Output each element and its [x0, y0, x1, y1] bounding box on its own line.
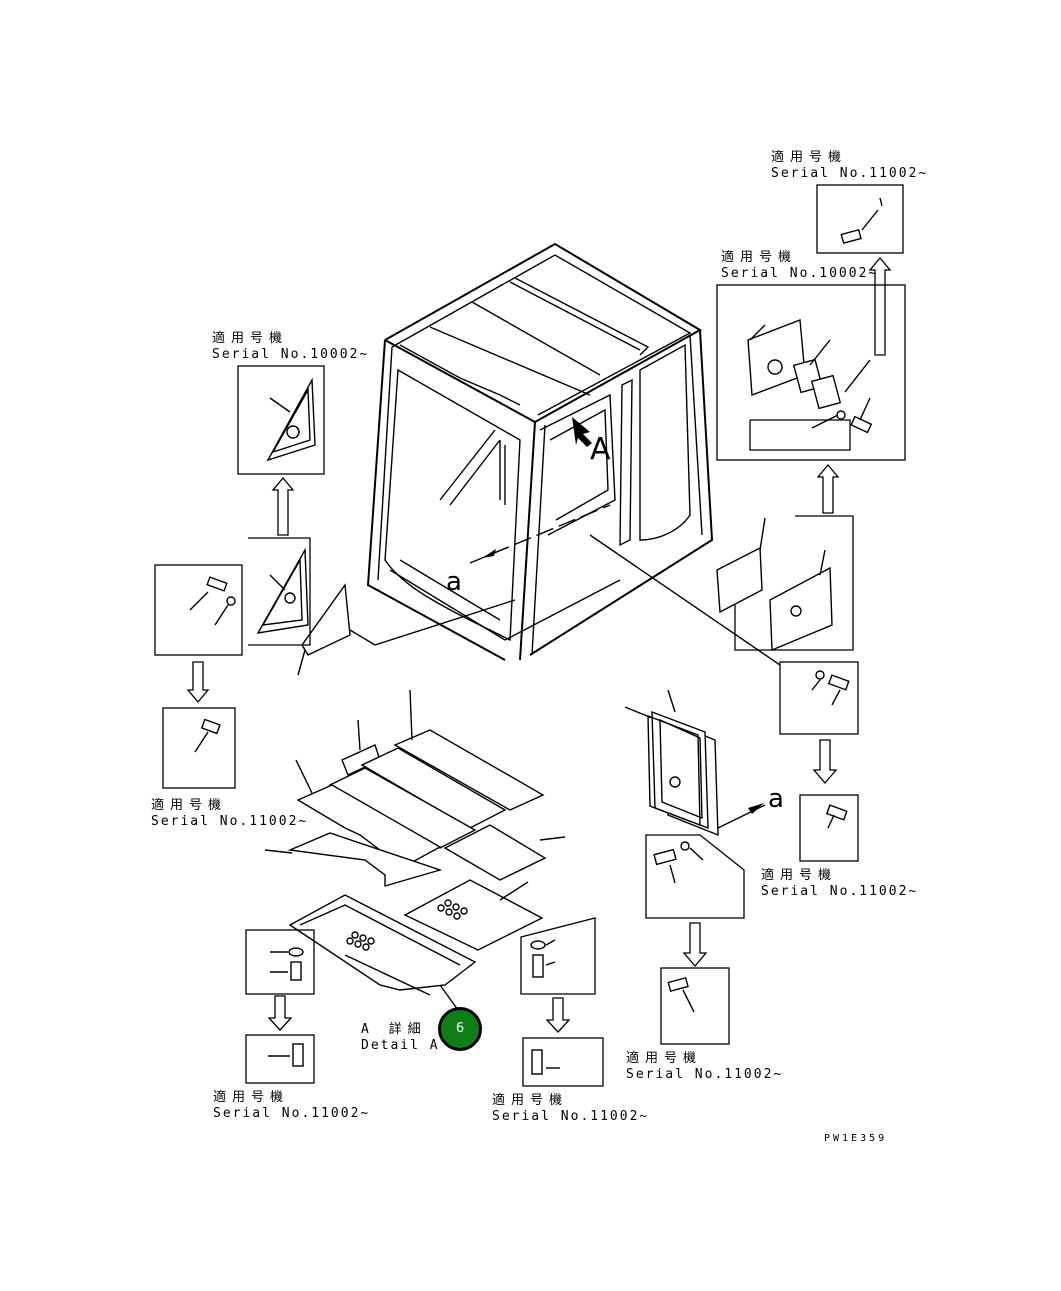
detail-a-en: Detail A	[361, 1038, 440, 1053]
serial-number-label: Serial No.11002~	[761, 884, 919, 899]
applicable-model-label: 適用号機	[771, 150, 848, 165]
applicable-model-label: 適用号機	[626, 1051, 703, 1066]
applicable-model-label: 適用号機	[492, 1093, 569, 1108]
applicable-model-label: 適用号機	[721, 250, 798, 265]
part-callout-6[interactable]: 6	[438, 1007, 482, 1051]
applicable-model-label: 適用号機	[212, 331, 289, 346]
serial-label-right-mid: 適用号機 Serial No.11002~	[761, 868, 918, 900]
floor-panel-stack	[264, 689, 566, 1011]
serial-number-label: Serial No.10002~	[721, 266, 879, 281]
drawing-code: PW1E359	[824, 1133, 888, 1144]
serial-number-label: Serial No.10002~	[212, 347, 370, 362]
serial-label-bottom-center: 適用号機 Serial No.11002~	[492, 1093, 649, 1125]
bottom-center-bolt-group	[520, 917, 604, 1087]
serial-label-left-mid: 適用号機 Serial No.11002~	[151, 798, 308, 830]
left-corner-trim	[297, 583, 516, 676]
view-marker-A: A	[590, 432, 611, 467]
applicable-model-label: 適用号機	[213, 1090, 290, 1105]
section-marker-a-right: a	[768, 784, 784, 814]
serial-number-label: Serial No.11002~	[151, 814, 309, 829]
left-triangle-panel-group	[154, 365, 325, 789]
top-right-panel-group	[716, 184, 906, 862]
serial-label-top-right-upper: 適用号機 Serial No.11002~	[771, 150, 928, 182]
bottom-left-bolt-group	[245, 929, 315, 1084]
detail-a-label: A 詳細 Detail A	[361, 1022, 440, 1054]
serial-number-label: Serial No.11002~	[771, 166, 929, 181]
section-marker-a-cab: a	[446, 567, 462, 597]
serial-number-label: Serial No.11002~	[213, 1106, 371, 1121]
serial-label-top-right-lower: 適用号機 Serial No.10002~	[721, 250, 878, 282]
detail-a-ja: A 詳細	[361, 1022, 427, 1037]
cab-frame	[366, 242, 781, 666]
serial-label-bottom-left: 適用号機 Serial No.11002~	[213, 1090, 370, 1122]
serial-label-right-bottom: 適用号機 Serial No.11002~	[626, 1051, 783, 1083]
serial-number-label: Serial No.11002~	[626, 1067, 784, 1082]
applicable-model-label: 適用号機	[761, 868, 838, 883]
right-door-panel-group	[624, 689, 766, 1045]
serial-label-top-left: 適用号機 Serial No.10002~	[212, 331, 369, 363]
applicable-model-label: 適用号機	[151, 798, 228, 813]
serial-number-label: Serial No.11002~	[492, 1109, 650, 1124]
